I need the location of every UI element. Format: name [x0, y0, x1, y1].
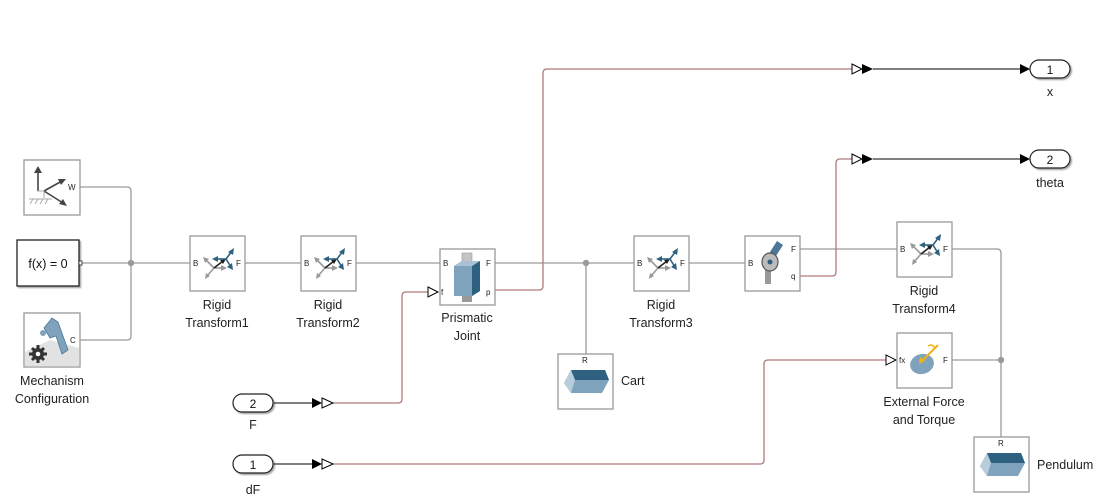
rigid-transform4-block[interactable]: B F	[896, 221, 953, 278]
brick-solid-icon	[980, 453, 1025, 476]
line-world-to-junction[interactable]	[80, 186, 132, 263]
port-b-label: B	[304, 259, 309, 268]
label-line2: Transform2	[296, 316, 360, 330]
label-line1: Mechanism	[20, 374, 84, 388]
label-line1: Rigid	[909, 284, 939, 298]
port-b-label: B	[637, 259, 642, 268]
inport-dF[interactable]: 1	[232, 454, 274, 474]
solver-config-label: f(x) = 0	[28, 257, 67, 271]
line-prismatic-p-to-x[interactable]	[495, 68, 852, 291]
outport-number: 1	[1047, 63, 1054, 77]
rigid-transform4-label[interactable]: Rigid Transform4	[874, 282, 974, 318]
external-force-torque-block[interactable]: fx F	[896, 332, 953, 389]
rigid-transform3-block[interactable]: B F	[633, 235, 690, 292]
prismatic-f-port-arrow	[427, 286, 440, 298]
world-frame-icon	[29, 166, 67, 206]
label-line1: Prismatic	[441, 311, 493, 325]
outport-theta-name[interactable]: theta	[1036, 176, 1064, 190]
port-f-label: F	[791, 245, 796, 254]
outport-theta[interactable]: 2	[1029, 149, 1071, 169]
revolute-joint-block[interactable]: B F q	[744, 235, 801, 292]
pendulum-block[interactable]: R	[973, 436, 1030, 493]
cart-block[interactable]: R	[557, 353, 614, 410]
port-f-label: F	[236, 259, 241, 268]
solver-configuration-block[interactable]: f(x) = 0	[16, 239, 83, 287]
connections	[80, 63, 1030, 470]
line-rt4-to-junction[interactable]	[952, 248, 1002, 437]
label-line2: Configuration	[14, 392, 90, 406]
label-line2: Transform4	[892, 302, 956, 316]
prismatic-joint-block[interactable]: B F f p	[439, 248, 496, 306]
port-f-label: F	[486, 259, 491, 268]
outport-x-name[interactable]: x	[1046, 85, 1054, 99]
rigid-transform2-block[interactable]: B F	[300, 235, 357, 292]
port-fx-label: fx	[899, 356, 905, 365]
rigid-transform3-label[interactable]: Rigid Transform3	[611, 296, 711, 332]
port-b-label: B	[748, 259, 753, 268]
external-force-icon	[910, 344, 939, 375]
arrowhead-outport2	[1020, 154, 1030, 164]
line-mech-to-junction[interactable]	[80, 263, 132, 341]
line-dF-to-extforce[interactable]	[333, 359, 886, 465]
port-position-label: p	[486, 288, 491, 297]
simulink-to-ps-converter-dF[interactable]	[312, 458, 335, 470]
port-f-label: F	[943, 356, 948, 365]
port-f-label: F	[347, 259, 352, 268]
port-r-label: R	[998, 439, 1004, 448]
rigid-transform1-label[interactable]: Rigid Transform1	[167, 296, 267, 332]
port-b-label: B	[443, 259, 448, 268]
gear-icon	[29, 345, 47, 363]
junction-dot-3	[997, 356, 1005, 364]
cart-label[interactable]: Cart	[621, 374, 645, 388]
world-frame-block[interactable]: W	[23, 159, 81, 216]
label-line1: Rigid	[646, 298, 676, 312]
label-line1: Rigid	[202, 298, 232, 312]
inport-number: 2	[250, 397, 257, 411]
inport-dF-name[interactable]: dF	[245, 483, 261, 497]
label-line2: Joint	[453, 329, 481, 343]
outport-x[interactable]: 1	[1029, 59, 1071, 79]
revolute-joint-icon	[761, 241, 783, 284]
ps-to-simulink-converter-theta[interactable]	[851, 153, 873, 165]
label-line2: Transform3	[629, 316, 693, 330]
prismatic-joint-label[interactable]: Prismatic Joint	[417, 309, 517, 345]
port-b-label: B	[193, 259, 198, 268]
brick-solid-icon	[564, 370, 609, 393]
junction-dot-2	[582, 259, 590, 267]
port-force-label: f	[441, 288, 444, 297]
junction-dot-1	[127, 259, 135, 267]
outport-number: 2	[1047, 153, 1054, 167]
rigid-transform1-block[interactable]: B F	[189, 235, 246, 292]
line-revolute-q-to-theta[interactable]	[800, 158, 852, 277]
extforce-fx-port-arrow	[885, 354, 898, 366]
mechanism-configuration-block[interactable]: C	[23, 312, 81, 368]
label-line2: Transform1	[185, 316, 249, 330]
port-f-label: F	[680, 259, 685, 268]
port-q-label: q	[791, 272, 795, 281]
robot-arm-icon	[40, 317, 69, 355]
arrowhead-outport1	[1020, 64, 1030, 74]
mech-port-label: C	[70, 336, 76, 345]
prismatic-joint-icon	[454, 252, 480, 302]
world-port-label: W	[68, 183, 76, 192]
ps-to-simulink-converter-x[interactable]	[851, 63, 873, 75]
label-line1: External Force	[883, 395, 965, 409]
pendulum-label[interactable]: Pendulum	[1037, 458, 1094, 472]
label-line1: Rigid	[313, 298, 343, 312]
port-f-label: F	[943, 245, 948, 254]
line-F-to-prismatic[interactable]	[333, 291, 428, 404]
rigid-transform2-label[interactable]: Rigid Transform2	[278, 296, 378, 332]
inport-F-name[interactable]: F	[249, 418, 257, 432]
port-b-label: B	[900, 245, 905, 254]
mechanism-config-label[interactable]: Mechanism Configuration	[0, 372, 104, 408]
label-line2: and Torque	[892, 413, 956, 427]
external-force-label[interactable]: External Force and Torque	[864, 393, 984, 429]
simulink-to-ps-converter-F[interactable]	[312, 397, 335, 409]
port-r-label: R	[582, 356, 588, 365]
inport-F[interactable]: 2	[232, 393, 274, 413]
inport-number: 1	[250, 458, 257, 472]
